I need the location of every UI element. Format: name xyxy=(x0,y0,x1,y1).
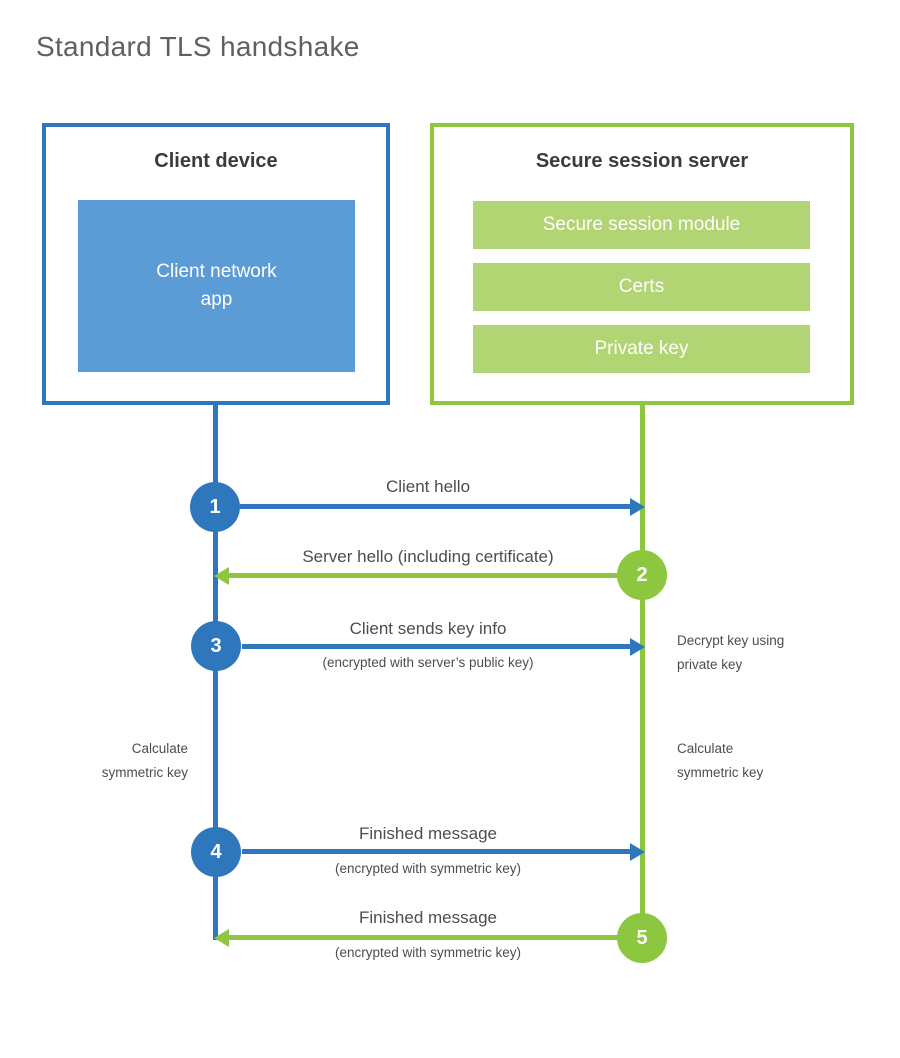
finished-message-server-arrow xyxy=(229,935,618,940)
module-bar-certs: Certs xyxy=(473,263,810,311)
finished-message-client-arrow xyxy=(242,849,630,854)
step-4-badge: 4 xyxy=(191,827,241,877)
server-hello-label: Server hello (including certificate) xyxy=(302,547,554,566)
note-decrypt-key: Decrypt key using private key xyxy=(677,633,785,672)
secure-session-server-title: Secure session server xyxy=(535,150,749,172)
finished-message-server-label: Finished message xyxy=(359,908,497,927)
client-device-box: Client device Client network app xyxy=(42,123,390,405)
client-key-info-label: Client sends key info xyxy=(349,619,507,638)
note-calculate-symmetric-key-server: Calculate symmetric key xyxy=(677,741,764,780)
client-network-app-label: Client network app xyxy=(156,261,277,310)
finished-message-client-sublabel: (encrypted with symmetric key) xyxy=(334,861,522,876)
client-hello-arrow xyxy=(240,504,630,509)
client-lifeline xyxy=(213,405,218,940)
server-lifeline xyxy=(640,405,645,940)
module-label: Private key xyxy=(594,338,689,359)
step-3-badge: 3 xyxy=(191,621,241,671)
step-number: 1 xyxy=(209,495,221,518)
step-number: 3 xyxy=(210,634,222,657)
server-hello-arrow xyxy=(229,573,618,578)
server-hello-arrowhead-icon xyxy=(214,567,229,585)
client-network-app-box: Client network app xyxy=(78,200,355,372)
client-key-info-sublabel: (encrypted with server’s public key) xyxy=(322,655,534,670)
secure-session-server-box: Secure session server Secure session mod… xyxy=(430,123,854,405)
step-number: 2 xyxy=(636,563,648,586)
step-number: 5 xyxy=(636,926,648,949)
finished-message-server-arrowhead-icon xyxy=(214,929,229,947)
step-number: 4 xyxy=(210,840,222,863)
server-module-stack: Secure session module Certs Private key xyxy=(473,201,810,373)
module-label: Certs xyxy=(618,276,665,297)
step-1-badge: 1 xyxy=(190,482,240,532)
finished-message-client-label: Finished message xyxy=(359,824,497,843)
module-bar-private-key: Private key xyxy=(473,325,810,373)
page-title: Standard TLS handshake xyxy=(36,31,360,62)
step-5-badge: 5 xyxy=(617,913,667,963)
finished-message-server-sublabel: (encrypted with symmetric key) xyxy=(334,945,522,960)
client-hello-arrowhead-icon xyxy=(630,498,645,516)
module-label: Secure session module xyxy=(542,214,741,235)
client-key-info-arrowhead-icon xyxy=(630,638,645,656)
client-key-info-arrow xyxy=(242,644,630,649)
note-calculate-symmetric-key-client: Calculate symmetric key xyxy=(101,741,188,780)
module-bar-secure-session-module: Secure session module xyxy=(473,201,810,249)
finished-message-client-arrowhead-icon xyxy=(630,843,645,861)
client-device-title: Client device xyxy=(154,150,278,172)
step-2-badge: 2 xyxy=(617,550,667,600)
client-hello-label: Client hello xyxy=(385,477,471,496)
